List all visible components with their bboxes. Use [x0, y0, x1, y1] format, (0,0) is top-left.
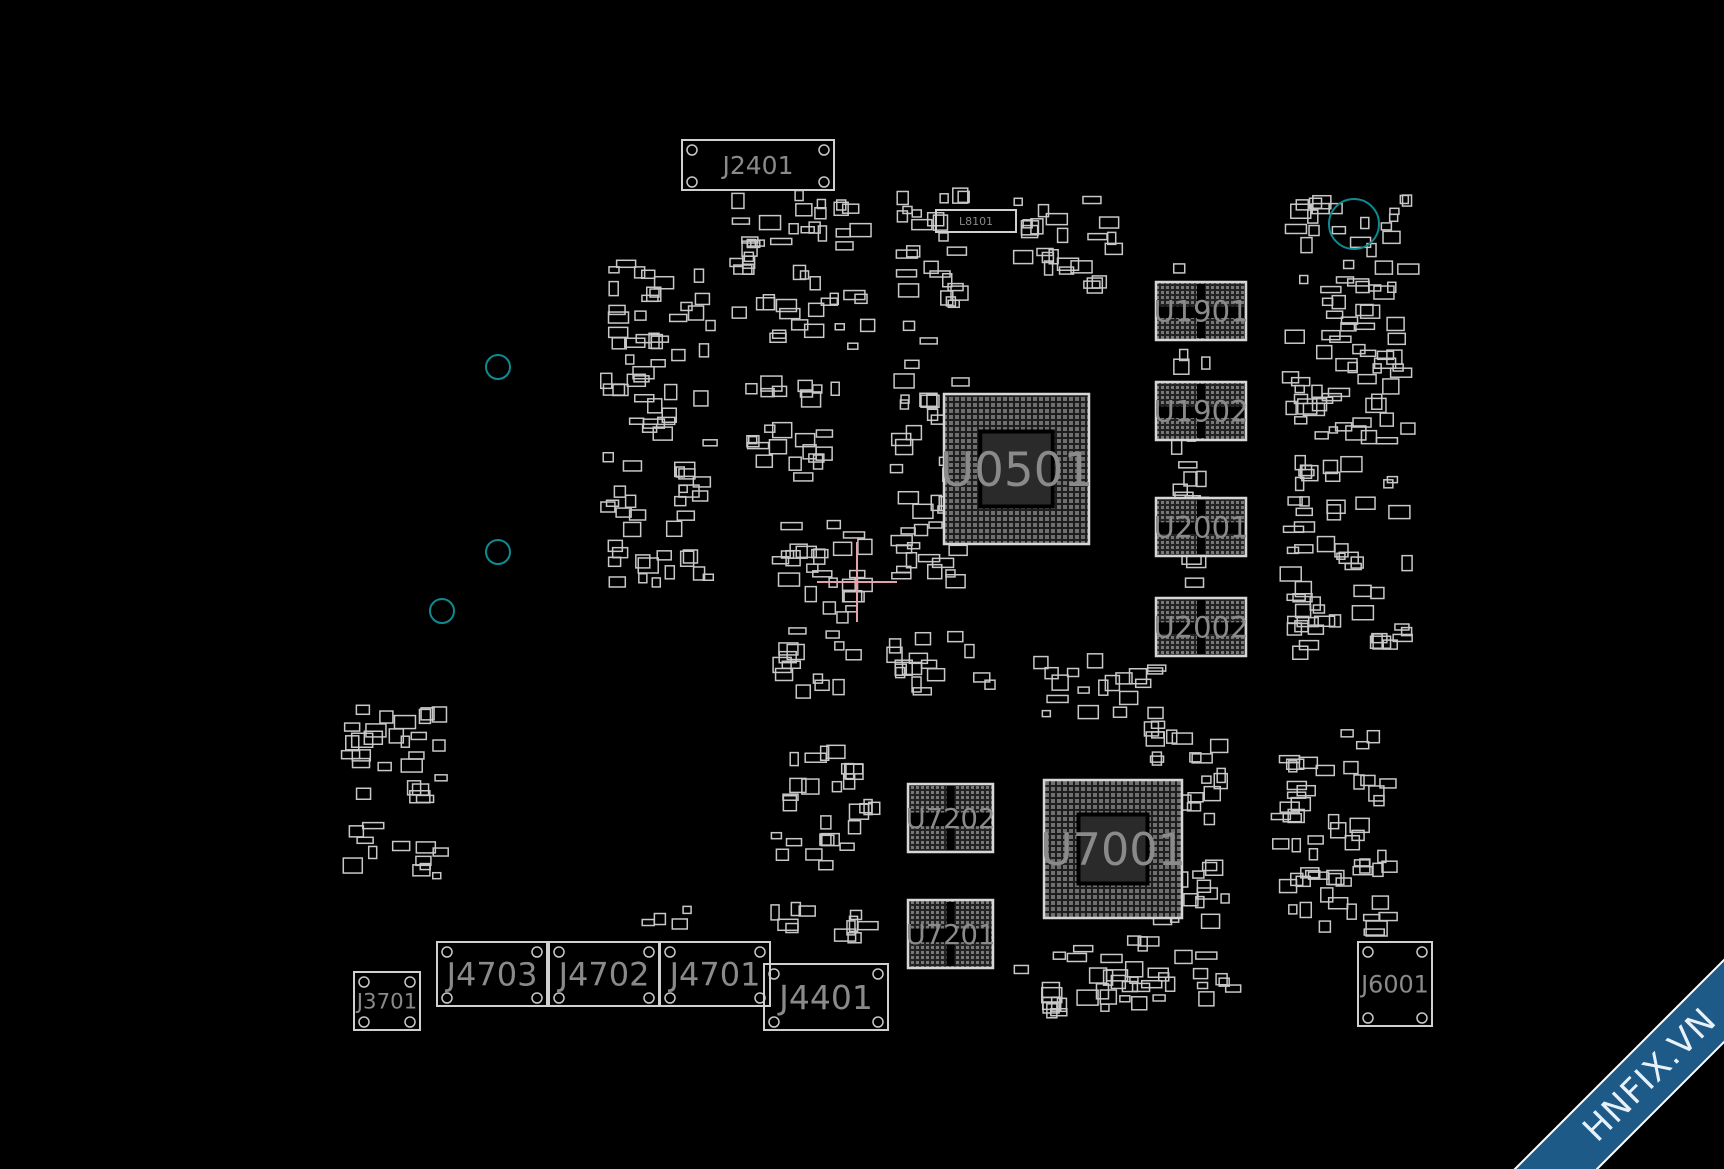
passive-components — [340, 187, 1420, 1019]
refdes-label: U0501 — [940, 444, 1093, 498]
refdes-label: J6001 — [1359, 971, 1429, 999]
refdes-label: U1902 — [1153, 394, 1248, 428]
mounting-hole[interactable] — [485, 354, 511, 380]
component-l8101[interactable]: L8101 — [935, 209, 1017, 233]
component-u7202[interactable]: U7202 — [906, 782, 996, 854]
refdes-label: U2002 — [1153, 610, 1248, 644]
component-j4401[interactable]: J4401 — [763, 963, 889, 1031]
refdes-label: U1901 — [1153, 294, 1248, 328]
refdes-label: J4703 — [445, 956, 538, 994]
component-u2001[interactable]: U2001 — [1153, 496, 1249, 558]
component-u7201[interactable]: U7201 — [906, 898, 996, 970]
mounting-hole[interactable] — [1328, 198, 1380, 250]
component-u0501[interactable]: U0501 — [940, 392, 1093, 546]
component-j6001[interactable]: J6001 — [1357, 941, 1433, 1027]
refdes-label: J4702 — [557, 956, 650, 994]
refdes-label: J4701 — [668, 956, 761, 994]
component-j2401[interactable]: J2401 — [681, 139, 835, 191]
mounting-holes — [429, 198, 1380, 624]
refdes-label: U7202 — [906, 804, 996, 835]
refdes-label: U2001 — [1153, 510, 1248, 544]
refdes-label: J2401 — [721, 151, 794, 180]
component-j4702[interactable]: J4702 — [548, 941, 660, 1007]
watermark-banner: HNFIX.VN — [1500, 950, 1724, 1169]
refdes-label: U7001 — [1040, 825, 1186, 876]
watermark-text: HNFIX.VN — [1575, 1000, 1724, 1150]
refdes-label: U7201 — [906, 920, 996, 951]
mounting-hole[interactable] — [485, 539, 511, 565]
mounting-hole[interactable] — [429, 598, 455, 624]
component-j4701[interactable]: J4701 — [659, 941, 771, 1007]
cursor-crosshair — [817, 542, 897, 622]
refdes-label: L8101 — [959, 215, 993, 228]
refdes-label: J4401 — [777, 978, 873, 1017]
component-j4703[interactable]: J4703 — [436, 941, 548, 1007]
watermark-band: HNFIX.VN — [1500, 950, 1724, 1169]
component-u2002[interactable]: U2002 — [1153, 596, 1249, 658]
refdes-label: J3701 — [355, 990, 417, 1015]
component-j3701[interactable]: J3701 — [353, 971, 421, 1031]
component-u1902[interactable]: U1902 — [1153, 380, 1249, 442]
component-u1901[interactable]: U1901 — [1153, 280, 1249, 342]
component-u7001[interactable]: U7001 — [1040, 778, 1186, 920]
